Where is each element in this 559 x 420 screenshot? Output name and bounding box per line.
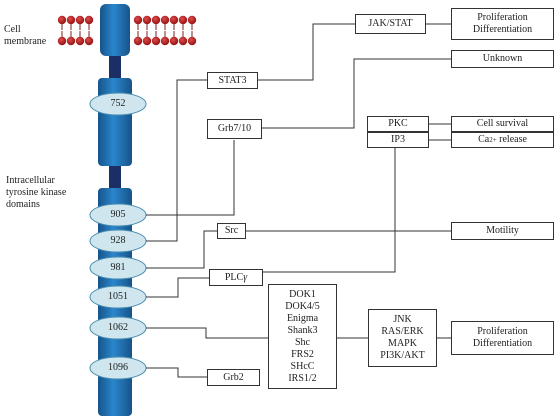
pkc-box: PKC	[367, 116, 429, 132]
site-905-label: 905	[110, 209, 126, 220]
line-981-src	[146, 230, 217, 269]
line-grb7-unknown	[262, 58, 451, 129]
lipid-head	[57, 36, 67, 46]
site-1096-label: 1096	[108, 362, 128, 373]
cell-survival-box: Cell survival	[451, 116, 554, 132]
connector-lines	[146, 23, 451, 378]
stat3-box: STAT3	[207, 72, 258, 89]
receptor-linker	[109, 166, 121, 188]
lipid-head	[84, 15, 94, 25]
adaptor-proteins-box: DOK1 DOK4/5 Enigma Shank3 Shc FRS2 SHcC …	[268, 284, 337, 389]
line-stat3-jakstat	[258, 23, 355, 81]
src-box: Src	[217, 223, 246, 239]
lipid-head	[57, 15, 67, 25]
site-752-label: 752	[110, 98, 126, 109]
proliferation-differentiation-bottom-box: Proliferation Differentiation	[451, 321, 554, 355]
lipid-head	[75, 15, 85, 25]
site-1051-label: 1051	[108, 291, 128, 302]
ip3-box: IP3	[367, 132, 429, 148]
line-928-stat3	[146, 79, 207, 242]
lipid-head	[142, 36, 152, 46]
lipid-head	[133, 36, 143, 46]
jak-stat-box: JAK/STAT	[355, 14, 426, 34]
motility-box: Motility	[451, 222, 554, 240]
unknown-box: Unknown	[451, 50, 554, 68]
lipid-head	[151, 36, 161, 46]
site-752-oval	[89, 92, 147, 116]
site-1062-label: 1062	[108, 322, 128, 333]
line-plc-ip3	[263, 146, 396, 273]
receptor-transmembrane-segment	[100, 4, 130, 56]
site-928-label: 928	[110, 235, 126, 246]
receptor-linker	[109, 56, 121, 78]
site-981-label: 981	[110, 262, 126, 273]
lipid-head	[75, 36, 85, 46]
lipid-head	[151, 15, 161, 25]
cell-membrane-label: Cell membrane	[4, 24, 47, 47]
lipid-head	[160, 15, 170, 25]
line-1062-adaptors	[146, 327, 268, 339]
lipid-head	[169, 15, 179, 25]
lipid-head	[187, 36, 197, 46]
lipid-head	[66, 15, 76, 25]
lipid-head	[160, 36, 170, 46]
grb7-10-box: Grb7/10	[207, 119, 262, 139]
lipid-head	[187, 15, 197, 25]
line-1051-plc	[146, 277, 209, 298]
phosphosite-ovals	[89, 92, 147, 380]
line-1096-grb2	[146, 367, 207, 378]
lipid-head	[84, 36, 94, 46]
grb2-box: Grb2	[207, 369, 260, 386]
proliferation-differentiation-top-box: Proliferation Differentiation	[451, 8, 554, 40]
receptor-juxtamembrane-domain	[98, 78, 132, 166]
lipid-head	[178, 15, 188, 25]
kinase-pathways-box: JNK RAS/ERK MAPK PI3K/AKT	[368, 309, 437, 367]
lipid-head	[133, 15, 143, 25]
intracellular-domains-label: Intracellular tyrosine kinase domains	[6, 175, 67, 210]
lipid-head	[142, 15, 152, 25]
line-905-grb7	[146, 140, 235, 216]
cell-membrane-bilayer	[57, 15, 197, 46]
lipid-head	[178, 36, 188, 46]
lipid-head	[169, 36, 179, 46]
lipid-head	[66, 36, 76, 46]
